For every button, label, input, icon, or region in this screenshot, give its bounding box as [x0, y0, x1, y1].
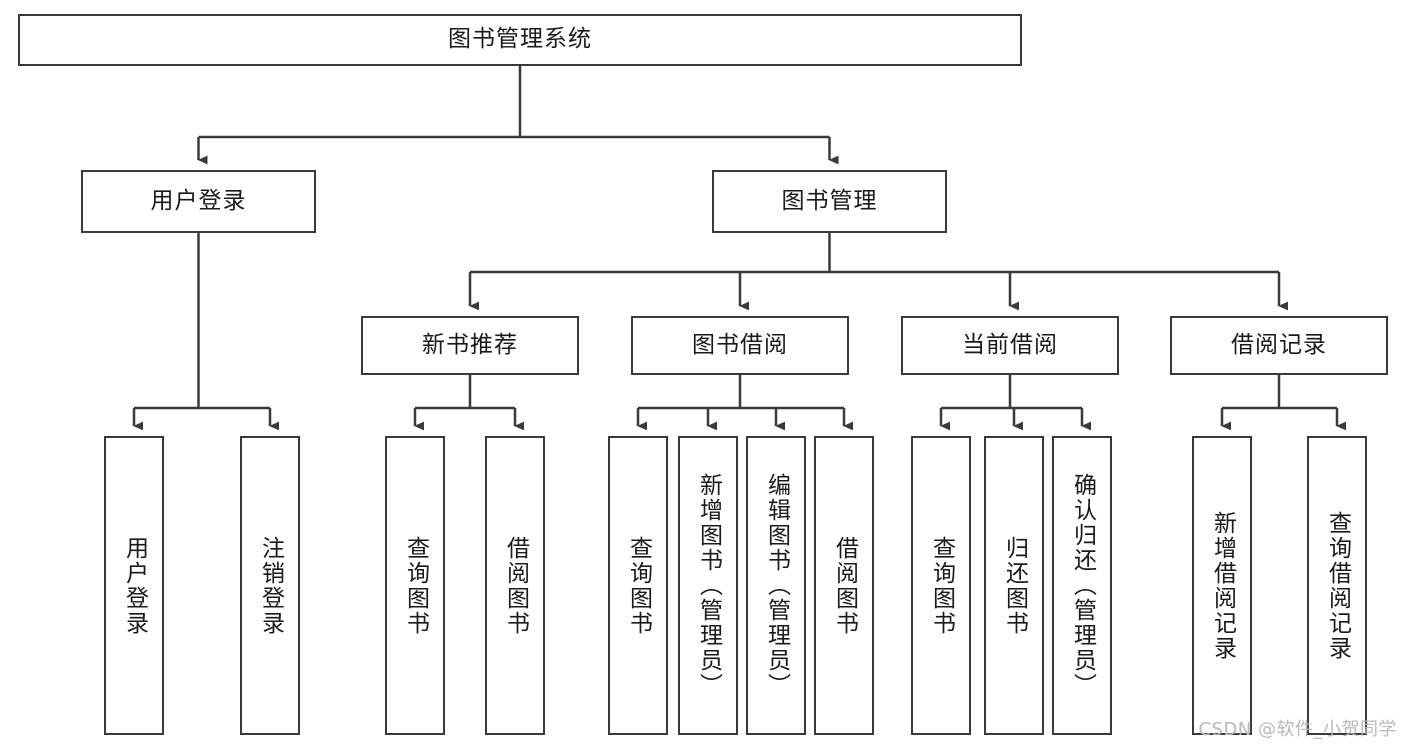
node-label: 借阅记录: [1231, 331, 1327, 358]
node-leaf-query-book-2[interactable]: 查询图书: [608, 436, 668, 735]
node-leaf-add-book[interactable]: 新增图书（管理员）: [678, 436, 738, 735]
node-label: 图书管理: [781, 187, 878, 214]
node-leaf-borrow-book-1[interactable]: 借阅图书: [485, 436, 545, 735]
node-book-borrow[interactable]: 图书借阅: [631, 316, 849, 375]
node-label: 新书推荐: [422, 331, 518, 358]
node-leaf-edit-book[interactable]: 编辑图书（管理员）: [746, 436, 806, 735]
node-label: 图书借阅: [692, 331, 788, 358]
node-label: 借阅图书: [831, 535, 858, 636]
node-label: 图书管理系统: [448, 26, 592, 53]
node-label: 归还图书: [1001, 535, 1028, 636]
node-book-manage[interactable]: 图书管理: [712, 170, 947, 233]
node-label: 查询图书: [625, 535, 652, 636]
node-root[interactable]: 图书管理系统: [18, 14, 1022, 66]
node-label: 当前借阅: [962, 331, 1058, 358]
node-label: 用户登录: [121, 535, 148, 636]
node-label: 借阅图书: [502, 535, 529, 636]
node-label: 查询借阅记录: [1324, 510, 1351, 661]
node-leaf-query-book-1[interactable]: 查询图书: [385, 436, 445, 735]
node-current-borrow[interactable]: 当前借阅: [901, 316, 1119, 375]
node-leaf-return-book[interactable]: 归还图书: [984, 436, 1044, 735]
node-borrow-records[interactable]: 借阅记录: [1170, 316, 1388, 375]
node-user-login[interactable]: 用户登录: [81, 170, 316, 233]
node-leaf-logout[interactable]: 注销登录: [240, 436, 300, 735]
node-label: 编辑图书（管理员）: [763, 473, 790, 698]
node-label: 确认归还（管理员）: [1069, 473, 1096, 698]
node-new-book-rec[interactable]: 新书推荐: [361, 316, 579, 375]
node-label: 查询图书: [928, 535, 955, 636]
node-leaf-confirm-return[interactable]: 确认归还（管理员）: [1052, 436, 1112, 735]
node-label: 查询图书: [402, 535, 429, 636]
csdn-watermark: CSDN @软件_小贺同学: [1198, 719, 1397, 740]
node-leaf-add-record[interactable]: 新增借阅记录: [1192, 436, 1252, 735]
node-label: 新增借阅记录: [1209, 510, 1236, 661]
node-leaf-user-login[interactable]: 用户登录: [104, 436, 164, 735]
node-label: 用户登录: [150, 187, 247, 214]
node-leaf-query-record[interactable]: 查询借阅记录: [1307, 436, 1367, 735]
node-leaf-query-book-3[interactable]: 查询图书: [911, 436, 971, 735]
node-leaf-borrow-book-2[interactable]: 借阅图书: [814, 436, 874, 735]
node-label: 注销登录: [257, 535, 284, 636]
node-label: 新增图书（管理员）: [695, 473, 722, 698]
